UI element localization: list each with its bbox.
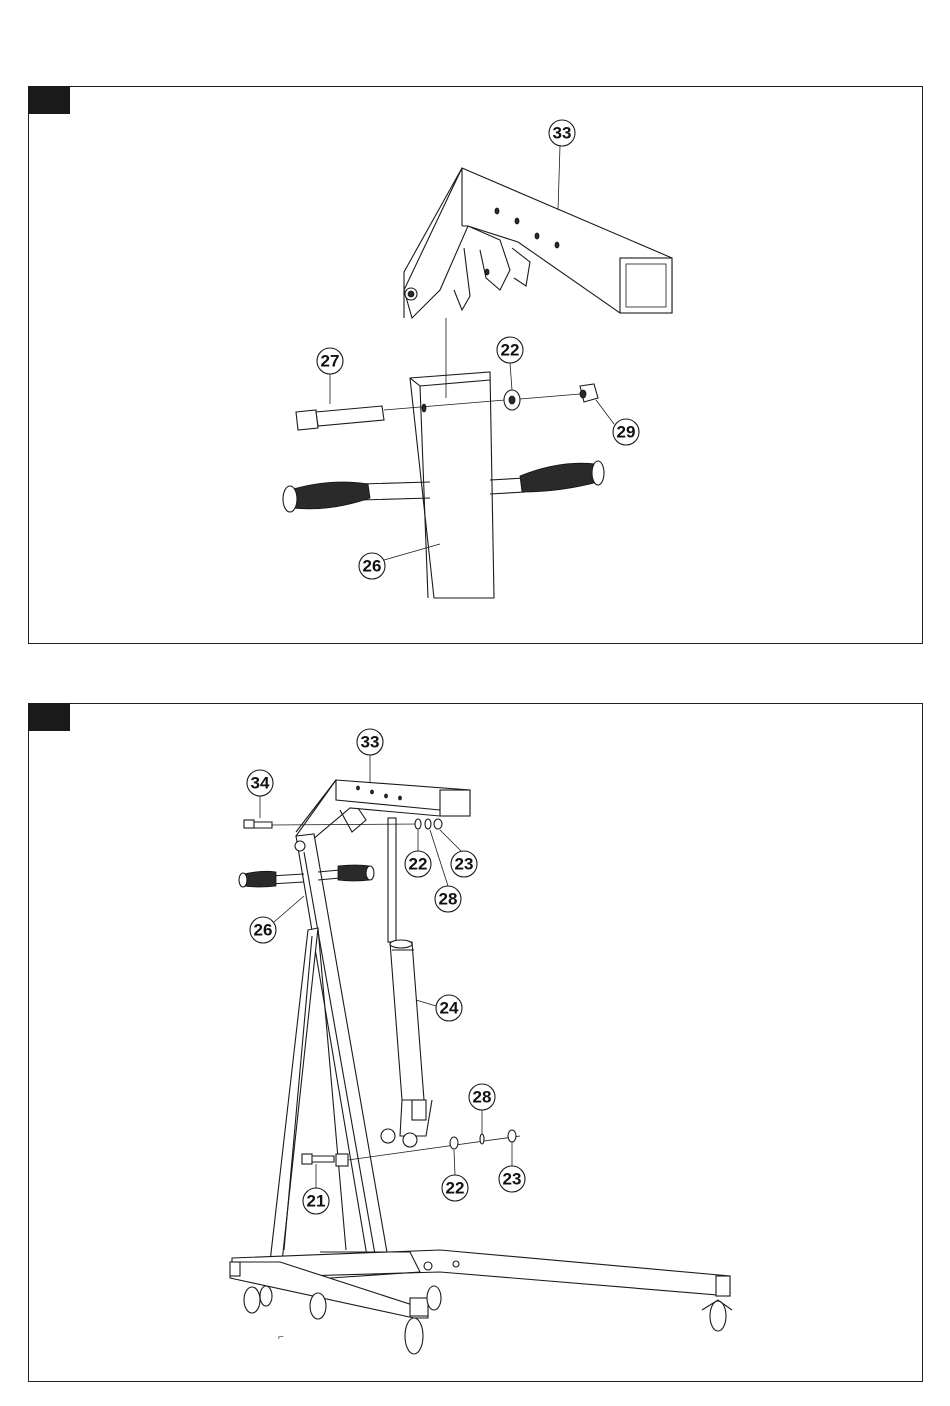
callout-34-label: 34 <box>251 774 270 793</box>
crane-boom-part <box>296 780 470 840</box>
callout-2-26: 26 <box>250 896 304 943</box>
callout-2-28-bottom-label: 28 <box>473 1088 492 1107</box>
callout-2-22-top-label: 22 <box>409 855 428 874</box>
callout-2-26-label: 26 <box>254 921 273 940</box>
caster-wheels <box>244 1286 732 1354</box>
mast-column-part <box>410 318 494 598</box>
callout-2-22-bottom-label: 22 <box>446 1179 465 1198</box>
callout-24: 24 <box>416 995 462 1021</box>
nut-29-part <box>580 384 598 402</box>
callout-2-23-bottom-label: 23 <box>503 1170 522 1189</box>
callout-2-22-top: 22 <box>405 830 431 877</box>
small-mark: ⌐ <box>278 1332 284 1343</box>
callout-33: 33 <box>549 120 575 210</box>
callout-22-label: 22 <box>501 341 520 360</box>
callout-24-label: 24 <box>440 999 459 1018</box>
callout-2-33: 33 <box>357 729 383 782</box>
callout-2-22-bottom: 22 <box>442 1150 468 1201</box>
callout-2-28-bottom: 28 <box>469 1084 495 1134</box>
callout-29-label: 29 <box>617 423 636 442</box>
callout-29: 29 <box>596 400 639 445</box>
boom-arm-part <box>404 168 672 318</box>
callout-2-23-top-label: 23 <box>455 855 474 874</box>
callout-21: 21 <box>303 1164 329 1214</box>
crane-base-part <box>230 1250 730 1318</box>
callout-34: 34 <box>247 770 273 818</box>
callout-27-label: 27 <box>321 352 340 371</box>
callout-2-33-label: 33 <box>361 733 380 752</box>
callout-26-label: 26 <box>363 557 382 576</box>
callout-26: 26 <box>359 544 440 579</box>
callout-21-label: 21 <box>307 1192 326 1211</box>
callout-2-23-top: 23 <box>440 830 477 877</box>
callout-2-23-bottom: 23 <box>499 1142 525 1192</box>
callout-33-label: 33 <box>553 124 572 143</box>
top-pin-assembly <box>244 819 442 829</box>
callout-22: 22 <box>497 337 523 390</box>
washer-22-part <box>504 390 520 410</box>
callout-2-28-top-label: 28 <box>439 890 458 909</box>
callout-27: 27 <box>317 348 343 404</box>
